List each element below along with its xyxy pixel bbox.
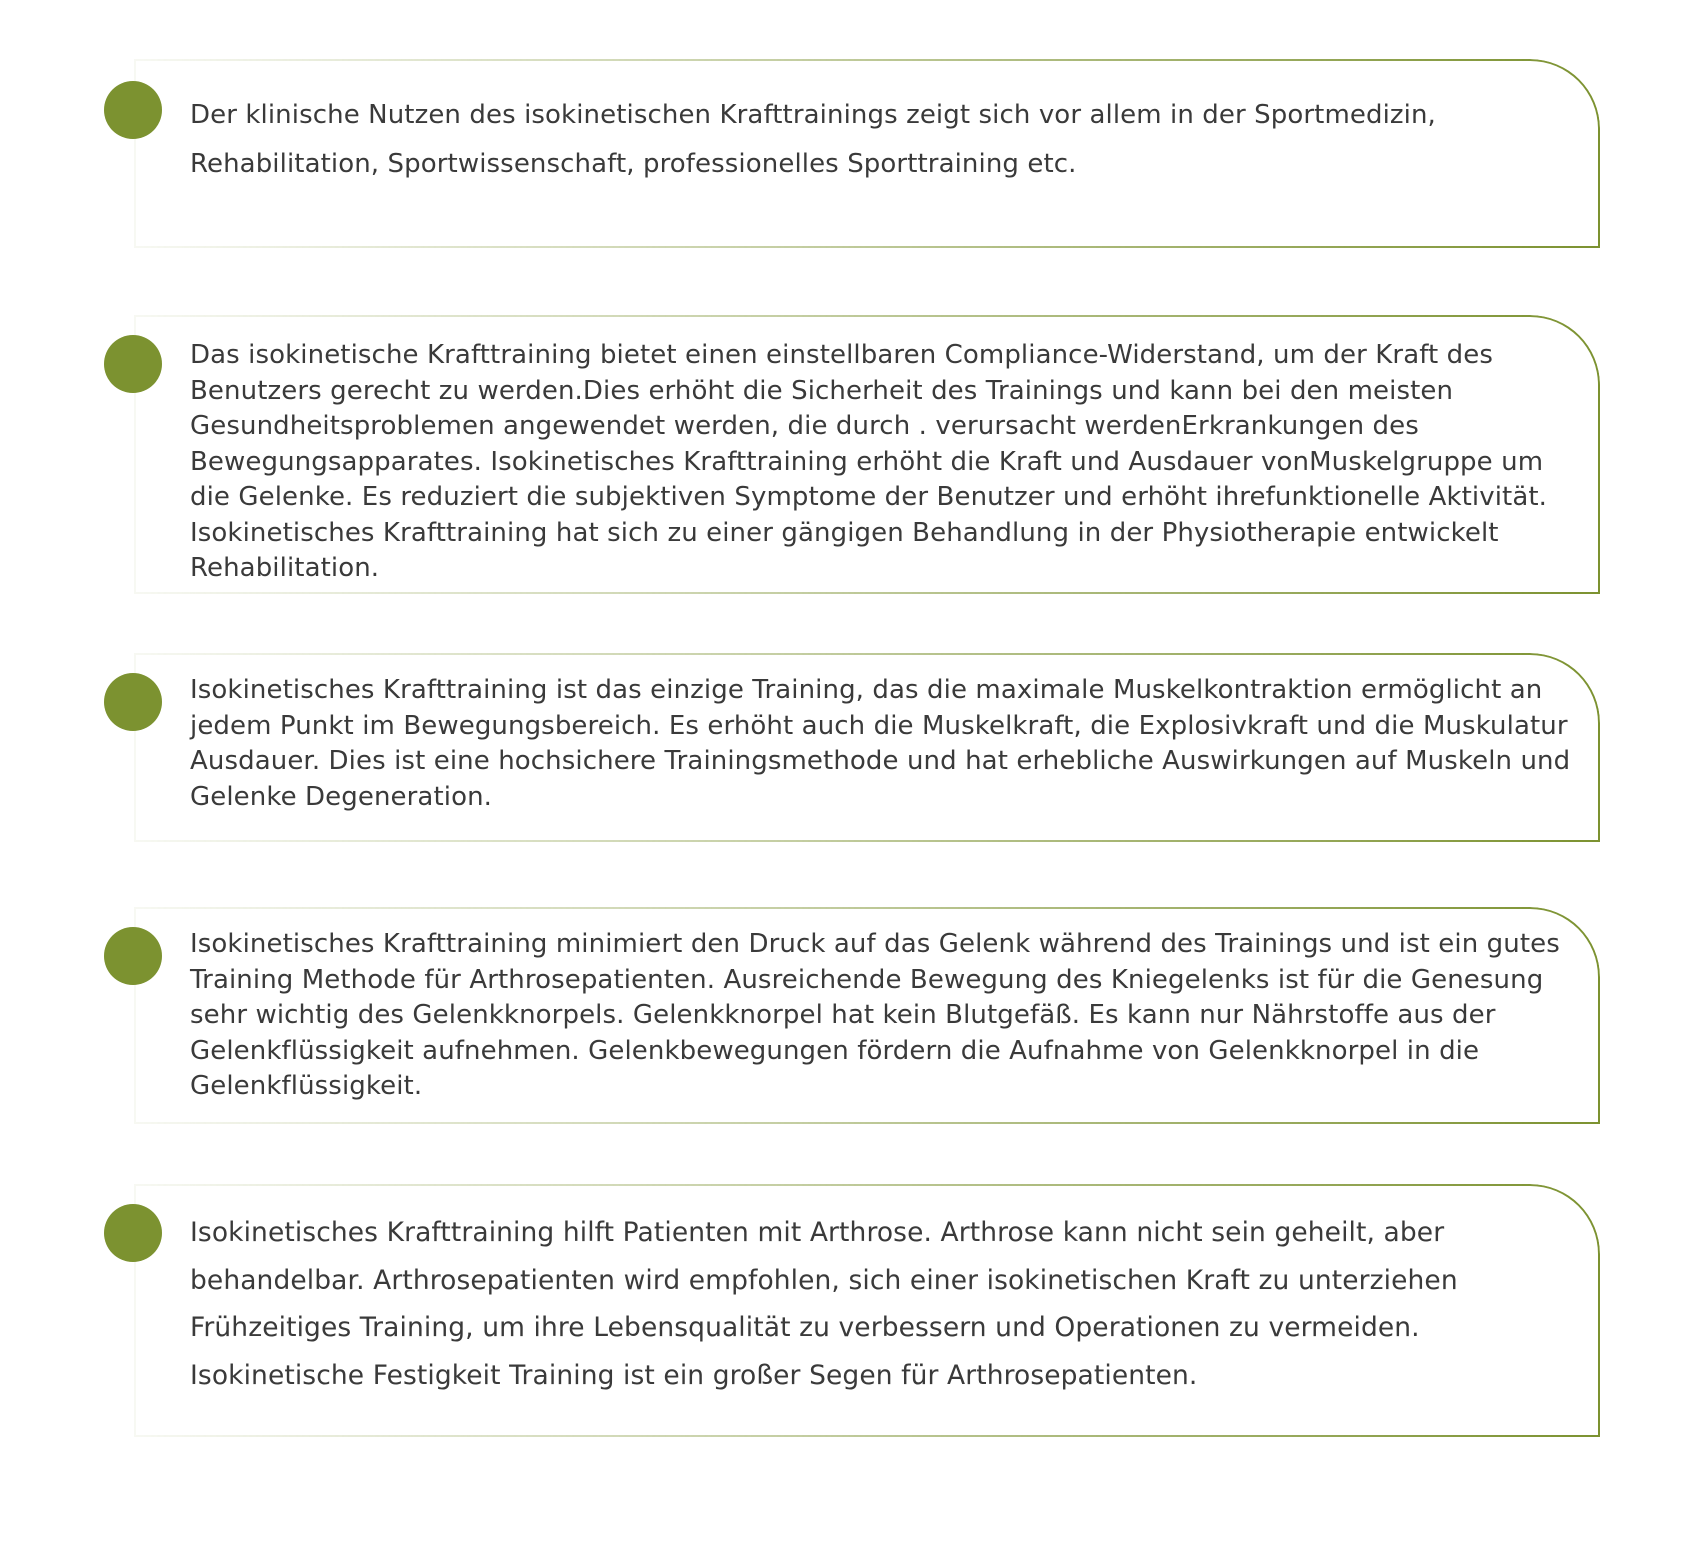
bullet-dot-icon — [104, 1204, 162, 1262]
info-card-3: Isokinetisches Krafttraining ist das ein… — [104, 653, 1600, 842]
info-card-4: Isokinetisches Krafttraining minimiert d… — [104, 907, 1600, 1124]
card-text: Das isokinetische Krafttraining bietet e… — [190, 340, 1548, 583]
card-text: Der klinische Nutzen des isokinetischen … — [190, 100, 1436, 179]
bullet-dot-icon — [104, 927, 162, 985]
bullet-dot-icon — [104, 673, 162, 731]
card-text: Isokinetisches Krafttraining ist das ein… — [190, 675, 1571, 812]
info-card-2: Das isokinetische Krafttraining bietet e… — [104, 315, 1600, 594]
info-card-5: Isokinetisches Krafttraining hilft Patie… — [104, 1184, 1600, 1437]
bullet-dot-icon — [104, 81, 162, 139]
bullet-dot-icon — [104, 335, 162, 393]
info-card-1: Der klinische Nutzen des isokinetischen … — [104, 59, 1600, 248]
card-text: Isokinetisches Krafttraining minimiert d… — [190, 929, 1560, 1101]
card-text: Isokinetisches Krafttraining hilft Patie… — [190, 1217, 1458, 1391]
